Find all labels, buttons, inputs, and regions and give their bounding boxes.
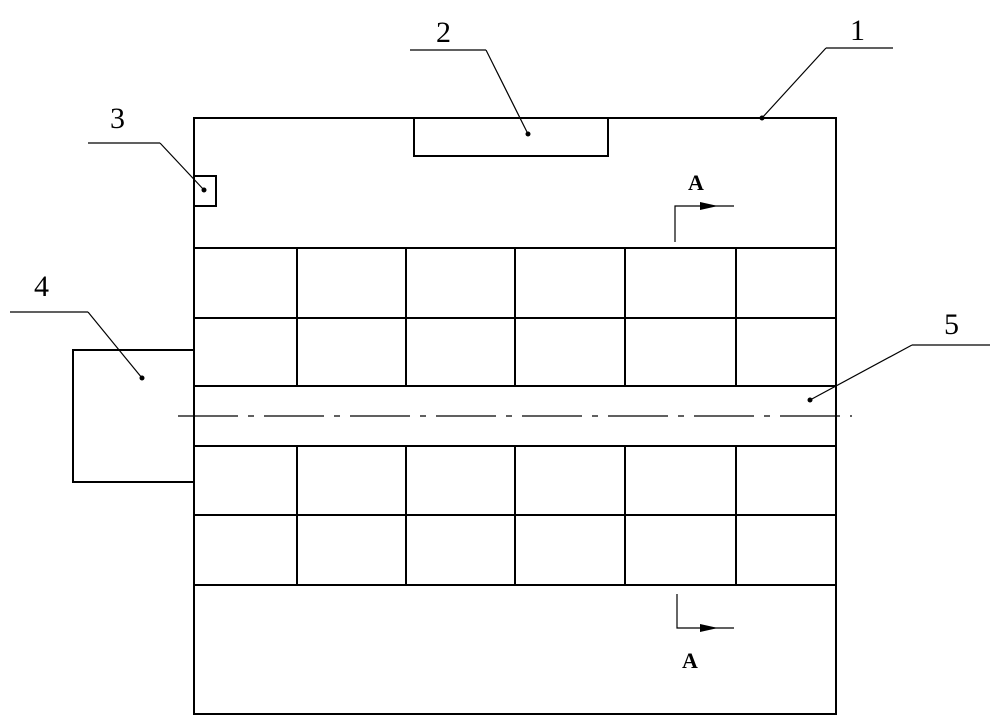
section-mark-top: A bbox=[675, 170, 734, 242]
component-4 bbox=[73, 350, 194, 482]
leader-1: 1 bbox=[760, 14, 894, 121]
label-2: 2 bbox=[436, 16, 451, 49]
leader-3: 3 bbox=[88, 102, 207, 193]
section-label-bottom: A bbox=[682, 648, 698, 673]
label-5: 5 bbox=[944, 308, 959, 341]
leader-5: 5 bbox=[808, 308, 991, 403]
label-4: 4 bbox=[34, 270, 49, 303]
component-2 bbox=[414, 118, 608, 156]
label-1: 1 bbox=[850, 14, 865, 47]
label-3: 3 bbox=[110, 102, 125, 135]
leader-4: 4 bbox=[10, 270, 145, 381]
section-mark-bottom: A bbox=[677, 594, 734, 673]
section-label-top: A bbox=[688, 170, 704, 195]
section-arrow-bottom-icon bbox=[700, 624, 718, 632]
section-arrow-top-icon bbox=[700, 202, 718, 210]
